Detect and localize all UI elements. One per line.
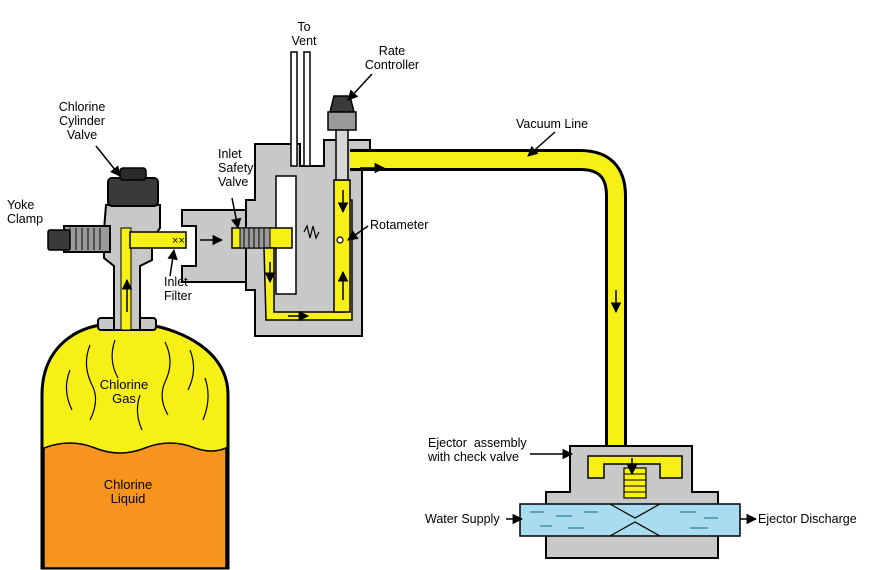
label-safety-valve-line2: Safety	[218, 161, 254, 175]
leader-vacuum-line	[527, 131, 556, 157]
leader-inlet-filter	[167, 248, 178, 277]
chlorine-cylinder	[40, 317, 230, 570]
label-ejector-assembly: Ejector assembly with check valve	[428, 436, 548, 464]
vacuum-line-outer	[350, 149, 627, 470]
label-yoke-clamp: Yoke Clamp	[7, 198, 57, 226]
label-rate-controller-line1: Rate	[378, 44, 406, 58]
label-vacuum-line-text: Vacuum Line	[516, 117, 589, 131]
valve-stem-cap	[119, 167, 147, 181]
label-to-vent-line2: Vent	[291, 34, 317, 48]
safety-valve-spring-box	[239, 227, 271, 249]
vent-tube-left	[290, 51, 298, 167]
label-ejector-line2: with check valve	[428, 450, 520, 464]
label-chlorine-gas: Chlorine Gas	[92, 378, 156, 406]
label-rate-controller: Rate Controller	[356, 44, 428, 72]
rate-controller-nut	[327, 111, 357, 131]
label-water-supply-text: Water Supply	[425, 512, 500, 526]
yoke-thread-lines	[69, 228, 101, 250]
label-inlet-filter: Inlet Filter	[164, 275, 214, 303]
chlorine-liquid-region	[43, 442, 227, 569]
leader-lines	[95, 73, 758, 525]
regulator-assembly	[181, 51, 371, 337]
label-rate-controller-line2: Controller	[364, 58, 420, 72]
label-cylinder-valve-line1: Chlorine	[58, 100, 106, 114]
vent-tube-right	[303, 51, 311, 167]
label-ejector-line1: Ejector assembly	[428, 436, 527, 450]
label-to-vent: To Vent	[286, 20, 322, 48]
rotameter-stem	[335, 127, 349, 181]
label-water-supply: Water Supply	[425, 512, 509, 526]
venturi-throat	[609, 503, 661, 537]
inlet-filter-mark: ××	[172, 235, 185, 247]
vacuum-line-gas	[350, 152, 624, 470]
label-ejector-discharge-text: Ejector Discharge	[758, 512, 857, 526]
valve-handwheel	[107, 177, 159, 207]
label-chlorine-liquid-line1: Chlorine	[103, 477, 153, 492]
rotameter-ball	[336, 236, 344, 244]
ejector-gas-chamber	[587, 455, 683, 479]
yoke-bar	[63, 225, 111, 253]
check-valve-spring	[623, 467, 647, 499]
yoke-screw	[47, 229, 71, 251]
gas-wisps	[65, 339, 209, 431]
label-rotameter-text: Rotameter	[370, 218, 429, 232]
diaphragm-springs	[303, 224, 320, 240]
label-inlet-filter-line1: Inlet	[164, 275, 188, 289]
flow-arrows	[121, 162, 638, 476]
valve-body	[103, 204, 161, 331]
leader-rotameter	[347, 225, 369, 241]
label-cylinder-valve-line2: Cylinder	[59, 114, 105, 128]
water-channel	[519, 503, 741, 537]
label-rotameter: Rotameter	[370, 218, 450, 232]
label-vacuum-line: Vacuum Line	[516, 117, 636, 131]
leader-cylinder-valve	[95, 145, 121, 177]
leader-rate-controller	[347, 73, 373, 101]
safety-valve-coils	[243, 228, 265, 248]
label-yoke-clamp-line2: Clamp	[7, 212, 44, 226]
label-cylinder-valve-line3: Valve	[66, 128, 98, 142]
leader-safety-valve	[230, 197, 242, 230]
label-to-vent-line1: To	[297, 20, 311, 34]
label-inlet-filter-line2: Filter	[164, 289, 192, 303]
inlet-yellow-tube	[129, 231, 187, 249]
label-chlorine-liquid-line2: Liquid	[110, 491, 146, 506]
label-chlorine-gas-line1: Chlorine	[99, 377, 149, 392]
cylinder-valve-assembly: ××	[47, 167, 187, 331]
label-safety-valve-line3: Valve	[218, 175, 249, 189]
rotameter-tube	[333, 179, 351, 313]
label-safety-valve-line1: Inlet	[218, 147, 242, 161]
label-ejector-discharge: Ejector Discharge	[758, 512, 866, 526]
label-cylinder-valve: Chlorine Cylinder Valve	[42, 100, 122, 142]
vacuum-line	[350, 149, 627, 470]
label-chlorine-liquid: Chlorine Liquid	[92, 478, 164, 506]
ejector-assembly	[519, 445, 741, 559]
label-yoke-clamp-line1: Yoke	[7, 198, 35, 212]
label-inlet-safety-valve: Inlet Safety Valve	[218, 147, 278, 189]
label-chlorine-gas-line2: Gas	[112, 391, 136, 406]
water-ripples	[530, 511, 718, 529]
